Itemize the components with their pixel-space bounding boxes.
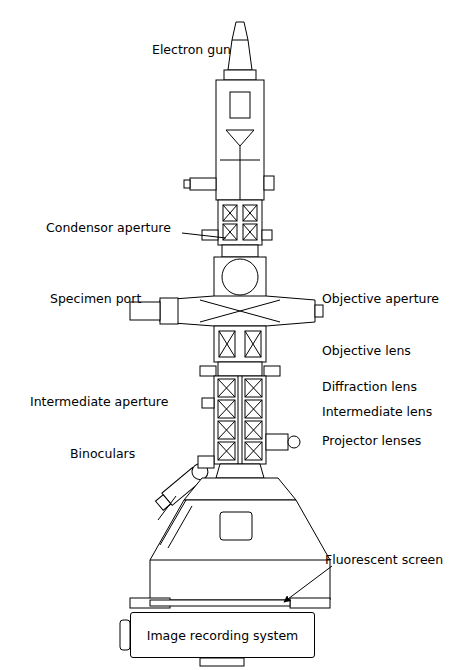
sphere — [222, 259, 258, 295]
part-label: Specimen port — [50, 292, 141, 306]
knob — [266, 434, 288, 450]
column-foot — [216, 464, 264, 478]
camera-box: Image recording system — [130, 612, 315, 658]
pole-pieces — [200, 300, 280, 322]
part-label: Objective lens — [322, 344, 411, 358]
knob — [262, 230, 272, 240]
anode — [226, 130, 254, 146]
part-label: Electron gun — [152, 43, 231, 57]
stand-lines — [158, 496, 192, 548]
objective-housing — [214, 326, 266, 362]
gun-collar — [224, 70, 256, 80]
cathode — [230, 92, 250, 118]
port-flange — [160, 298, 178, 324]
gun-line — [232, 40, 248, 41]
camera-foot — [200, 658, 244, 666]
knob-end — [184, 180, 190, 188]
specimen-stage — [160, 296, 315, 326]
knob — [200, 366, 216, 376]
part-label: Objective aperture — [322, 292, 439, 306]
neck — [222, 245, 258, 257]
spacer — [218, 362, 262, 376]
part-label: Intermediate aperture — [30, 395, 168, 409]
knob — [190, 178, 216, 190]
knob — [264, 176, 274, 190]
chamber-line — [150, 560, 330, 561]
gun-tip — [228, 22, 252, 70]
leader-arrow — [284, 566, 332, 602]
part-label: Projector lenses — [322, 434, 421, 448]
gun-housing — [216, 80, 264, 200]
screen — [150, 600, 290, 606]
objective-coils — [219, 331, 261, 357]
binocular-mount — [198, 456, 214, 468]
part-label: Intermediate lens — [322, 405, 432, 419]
aperture-knob — [202, 398, 214, 408]
condenser-coils — [223, 205, 257, 240]
knob-end — [288, 436, 300, 448]
aperture-knob — [202, 230, 218, 240]
part-label: Condensor aperture — [46, 221, 171, 235]
part-label: Binoculars — [70, 447, 135, 461]
leader-line — [182, 233, 226, 238]
camera-handle — [120, 620, 130, 650]
box-label: Image recording system — [147, 628, 299, 643]
part-label: Diffraction lens — [322, 380, 417, 394]
beam-axis — [240, 146, 241, 200]
lens-stack — [214, 376, 266, 464]
chamber — [214, 257, 266, 297]
part-label: Fluorescent screen — [325, 553, 443, 567]
beam-tube — [238, 376, 242, 464]
base-plate — [290, 598, 330, 608]
cone — [184, 478, 296, 500]
stack-coils — [218, 379, 262, 460]
viewing-window — [220, 512, 252, 540]
knob — [264, 366, 280, 376]
aperture-holder — [315, 305, 323, 317]
